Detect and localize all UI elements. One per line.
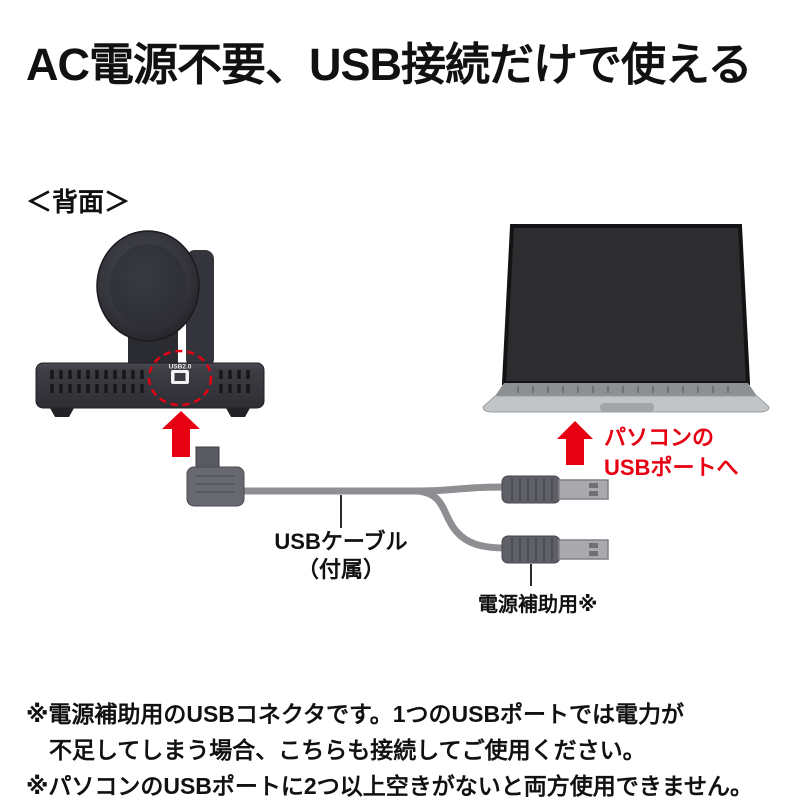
- port-highlight-circle: [147, 349, 213, 407]
- cable-label-line2: （付属）: [296, 557, 385, 582]
- usb-a-connector-aux: [501, 535, 609, 564]
- pc-usb-port-label-line2: USBポートへ: [604, 455, 739, 480]
- footnotes: ※電源補助用のUSBコネクタです。1つのUSBポートでは電力が 不足してしまう場…: [26, 696, 753, 804]
- camera-port-arrow: [162, 411, 200, 457]
- footnote-line-3: ※パソコンのUSBポートに2つ以上空きがないと両方使用できません。: [26, 773, 754, 799]
- laptop-port-arrow: [557, 421, 593, 465]
- laptop-illustration: [482, 224, 770, 413]
- aux-connector-label: 電源補助用※: [478, 594, 598, 616]
- footnote-line-1: ※電源補助用のUSBコネクタです。1つのUSBポートでは電力が: [26, 701, 685, 727]
- usb-a-connector-main: [501, 475, 609, 504]
- page-title: AC電源不要、USB接続だけで使える: [26, 39, 753, 90]
- pc-usb-port-label-line1: パソコンの: [604, 425, 715, 450]
- back-view-label: ＜背面＞: [26, 187, 131, 217]
- laptop-keyboard-ticks: [517, 386, 729, 393]
- port-label: USB2.0: [169, 364, 192, 371]
- pc-usb-port-label: パソコンの USBポートへ: [604, 423, 738, 483]
- usb-cable-illustration: [186, 446, 609, 586]
- usb-b-connector: [186, 446, 245, 507]
- camera-vent-grille: [50, 370, 250, 393]
- camera-back-illustration: USB2.0: [35, 230, 265, 417]
- footnote-line-2: 不足してしまう場合、こちらも接続してご使用ください。: [26, 737, 646, 763]
- cable-label: USBケーブル （付属）: [246, 528, 436, 584]
- cable-label-line1: USBケーブル: [274, 529, 408, 554]
